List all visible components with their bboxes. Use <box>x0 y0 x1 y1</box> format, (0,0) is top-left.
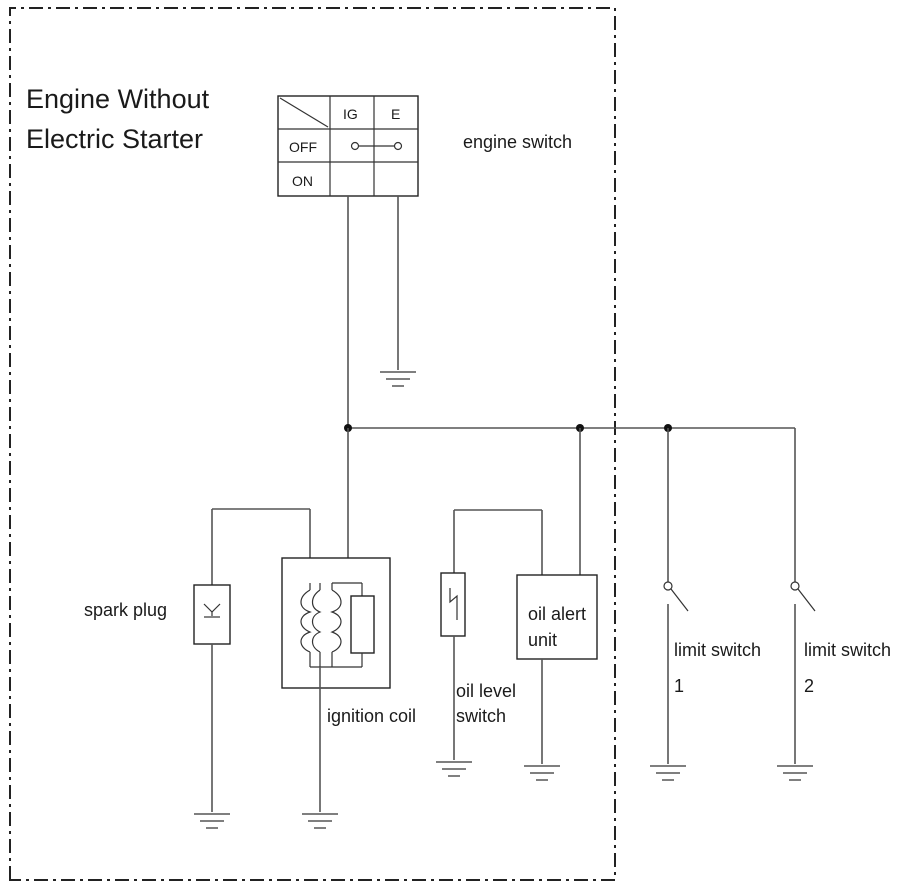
ground-symbol-ignition-coil <box>302 813 338 829</box>
limit-switch-1-label-line-2: 1 <box>674 676 684 696</box>
diagram-title-line-2: Electric Starter <box>26 124 203 154</box>
spark-plug-symbol <box>193 584 231 645</box>
diagram-title-line-1: Engine Without <box>26 84 210 114</box>
switch-column-ig: IG <box>343 106 358 122</box>
ignition-coil-symbol <box>281 557 391 689</box>
limit-switch-1-symbol <box>663 581 689 612</box>
ignition-coil-label: ignition coil <box>327 706 416 726</box>
oil-level-switch-symbol <box>440 572 466 637</box>
ground-symbol-limit-switch-2 <box>777 765 813 781</box>
limit-switch-2-symbol <box>790 581 816 612</box>
engine-enclosure-frame <box>9 7 616 881</box>
table-header-diagonal <box>279 97 329 128</box>
ground-symbol-spark-plug <box>194 813 230 829</box>
limit-switch-2-label-line-2: 2 <box>804 676 814 696</box>
ground-symbol-limit-switch-1 <box>650 765 686 781</box>
switch-row-off: OFF <box>289 139 317 155</box>
ground-symbol-oil-alert-unit <box>524 765 560 781</box>
limit-switch-1-label-line-1: limit switch <box>674 640 761 660</box>
ground-symbol-oil-level-switch <box>436 761 472 777</box>
switch-row-on: ON <box>292 173 313 189</box>
engine-switch-label: engine switch <box>463 132 572 152</box>
switch-column-e: E <box>391 106 400 122</box>
oil-level-switch-label-line-1: oil level <box>456 681 516 701</box>
oil-alert-unit-label-line-1: oil alert <box>528 604 586 624</box>
oil-alert-unit-box <box>516 574 598 660</box>
ground-symbol-engine-switch <box>380 371 416 387</box>
engine-switch-table: IG E OFF ON <box>277 95 419 197</box>
oil-alert-unit-label-line-2: unit <box>528 630 557 650</box>
oil-level-switch-label-line-2: switch <box>456 706 506 726</box>
spark-plug-label: spark plug <box>84 600 167 620</box>
limit-switch-2-label-line-1: limit switch <box>804 640 891 660</box>
